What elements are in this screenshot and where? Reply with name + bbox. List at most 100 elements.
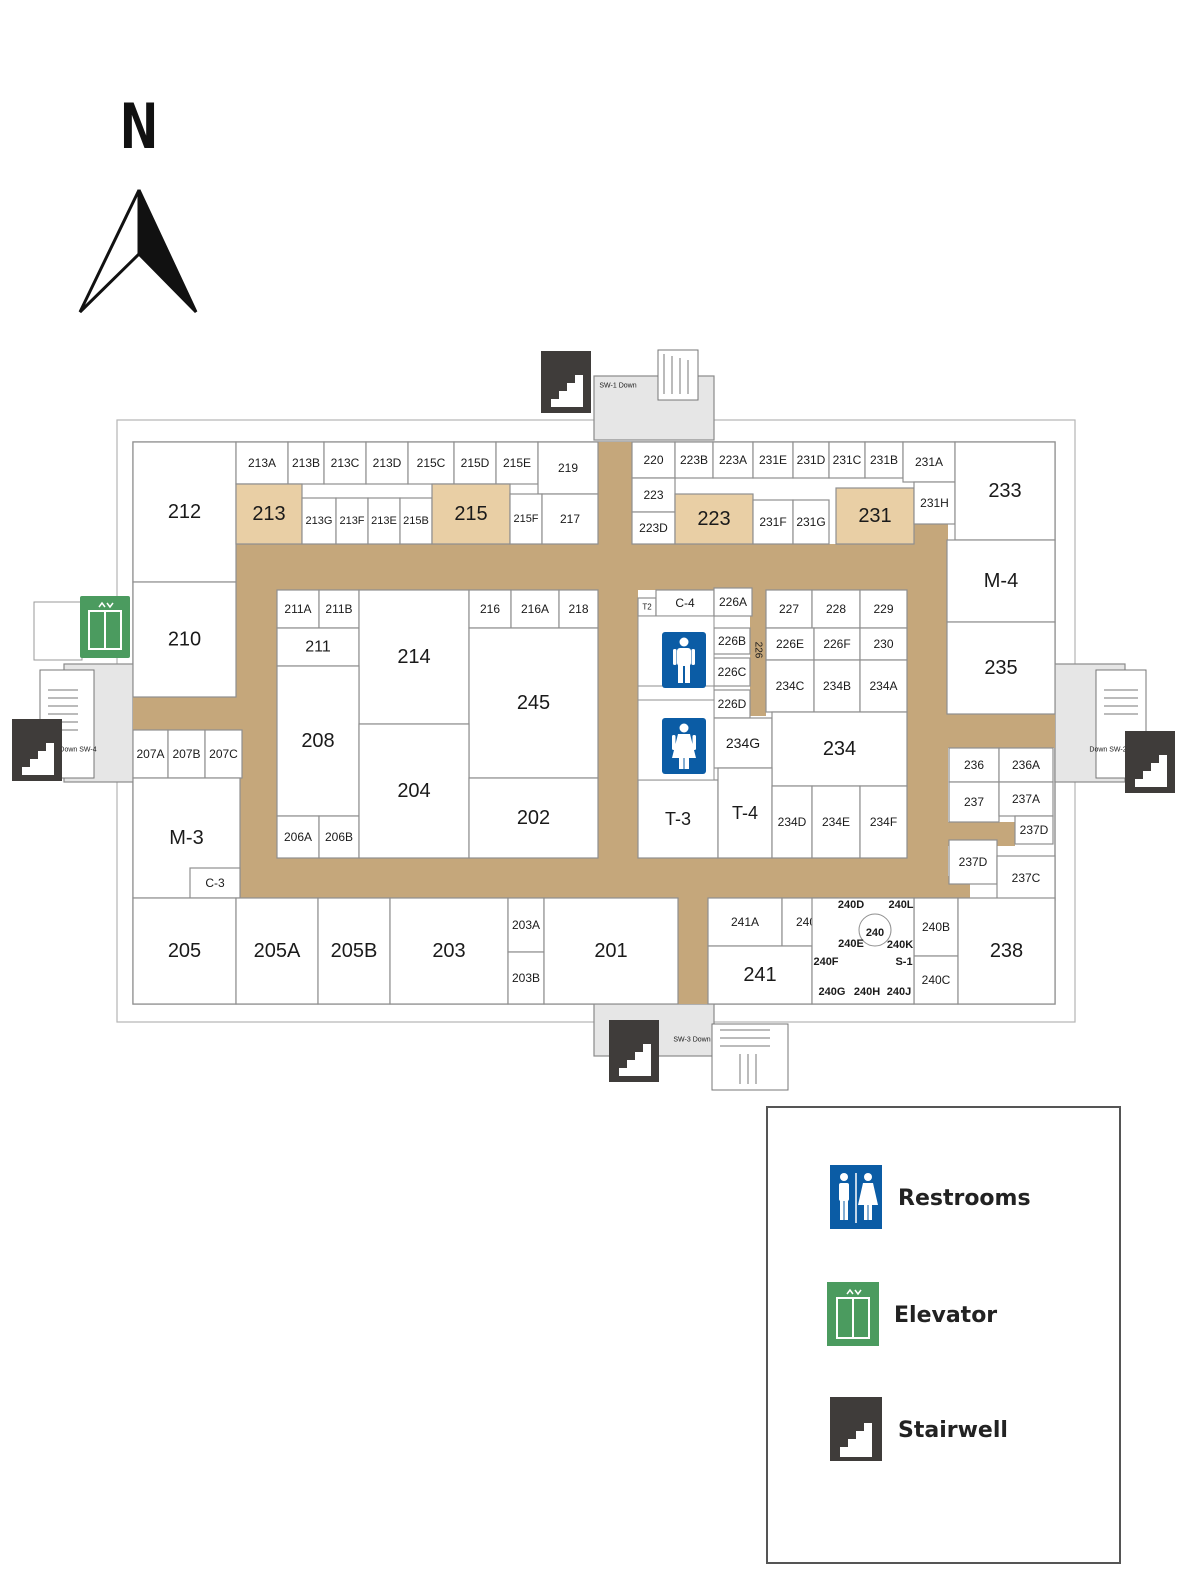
room-240c: 240C: [913, 955, 959, 1005]
room-label: 211A: [284, 602, 311, 616]
room-227: 227: [765, 589, 813, 629]
room-206a: 206A: [276, 815, 320, 859]
room-237d: 237D: [948, 839, 998, 885]
north-arrow-icon: [78, 189, 141, 314]
room-label: 238: [990, 940, 1023, 962]
room-234d: 234D: [771, 785, 813, 859]
room-215: 215: [431, 483, 511, 545]
room-223: 223: [674, 493, 754, 545]
room-231e: 231E: [752, 441, 794, 479]
room-label: 241: [743, 964, 776, 986]
room-203b: 203B: [507, 951, 545, 1005]
room-label: 234G: [726, 735, 760, 751]
room-234e: 234E: [811, 785, 861, 859]
room-label-240: 240: [866, 927, 884, 939]
room-label: 234E: [822, 815, 850, 829]
room-label: 240B: [922, 920, 950, 934]
room-229: 229: [859, 589, 908, 629]
room-label: 213: [252, 503, 285, 525]
corridor-226-label: 226: [753, 642, 764, 659]
room-238: 238: [957, 897, 1056, 1005]
room-211a: 211A: [276, 589, 320, 629]
sw3-label: SW-3 Down: [673, 1037, 710, 1044]
room-213d: 213D: [365, 441, 409, 485]
room-207a: 207A: [132, 729, 169, 779]
room-label: 223B: [680, 453, 708, 467]
room-label: 213F: [339, 515, 364, 527]
room-label: 218: [568, 602, 588, 616]
room-label: 229: [873, 602, 893, 616]
stairwell-icon: [541, 351, 591, 413]
room-label: 226B: [718, 634, 746, 648]
room-203a: 203A: [507, 897, 545, 953]
room-m-4: M-4: [946, 539, 1056, 623]
room-label: 234: [823, 738, 856, 760]
room-213e: 213E: [367, 497, 401, 545]
room-label: 226E: [776, 637, 804, 651]
room-231g: 231G: [792, 499, 830, 545]
sw1-label: SW-1 Down: [599, 383, 636, 390]
room-label: 226C: [718, 665, 747, 679]
room-label: T-3: [665, 809, 691, 829]
room-label: 231D: [797, 453, 826, 467]
room-214: 214: [358, 589, 470, 725]
room-label: 215B: [403, 515, 429, 527]
room-label: 203A: [512, 918, 540, 932]
room-234c: 234C: [765, 659, 815, 713]
room-label: 219: [558, 461, 578, 475]
room-202: 202: [468, 777, 599, 859]
room-label-240d: 240D: [838, 899, 864, 911]
room-label: 226F: [823, 637, 850, 651]
room-207b: 207B: [167, 729, 206, 779]
room-208: 208: [276, 665, 360, 817]
room-223b: 223B: [674, 441, 714, 479]
room-label: 223D: [639, 521, 668, 535]
room-235: 235: [946, 621, 1056, 715]
room-231b: 231B: [864, 441, 904, 479]
room-label: 237: [964, 795, 984, 809]
room-label: 231B: [870, 453, 898, 467]
room-label: 203B: [512, 971, 540, 985]
legend-stairwell-label: Stairwell: [898, 1418, 1008, 1443]
room-223d: 223D: [631, 511, 676, 545]
room-240b: 240B: [913, 897, 959, 957]
room-237c: 237C: [996, 855, 1056, 901]
room-label: 233: [988, 480, 1021, 502]
room-216: 216: [468, 589, 512, 629]
room-231h: 231H: [913, 481, 956, 525]
room-label: 234F: [870, 815, 897, 829]
room-label: 206B: [325, 830, 353, 844]
room-219: 219: [537, 441, 599, 495]
sw4-label: Down SW-4: [59, 747, 96, 754]
stairwell-icon: [830, 1397, 882, 1461]
room-label: 205A: [254, 940, 301, 962]
room-label: 215E: [503, 456, 531, 470]
stairwell-icon: [1125, 731, 1175, 793]
north-label: N: [120, 90, 157, 163]
room-label: 207A: [136, 747, 164, 761]
room-label: 210: [168, 629, 201, 651]
room-label: 201: [594, 940, 627, 962]
room-label: 240C: [922, 973, 951, 987]
room-210: 210: [132, 581, 237, 698]
room-label-240j: 240J: [887, 986, 911, 998]
room-231d: 231D: [792, 441, 830, 479]
room-226c: 226C: [713, 657, 751, 687]
room-218: 218: [558, 589, 599, 629]
room-241a: 241A: [707, 897, 783, 947]
room-label: C-3: [205, 876, 225, 890]
room-label: 220: [643, 453, 663, 467]
room-226b: 226B: [713, 627, 751, 655]
room-245: 245: [468, 627, 599, 779]
room-215f: 215F: [509, 493, 543, 545]
room-217: 217: [541, 493, 599, 545]
room-205: 205: [132, 897, 237, 1005]
room-label: M-3: [169, 827, 203, 849]
room-label: 231A: [915, 455, 943, 469]
room-234a: 234A: [859, 659, 908, 713]
room-237d: 237D: [1014, 815, 1054, 845]
room-234: 234: [771, 711, 908, 787]
